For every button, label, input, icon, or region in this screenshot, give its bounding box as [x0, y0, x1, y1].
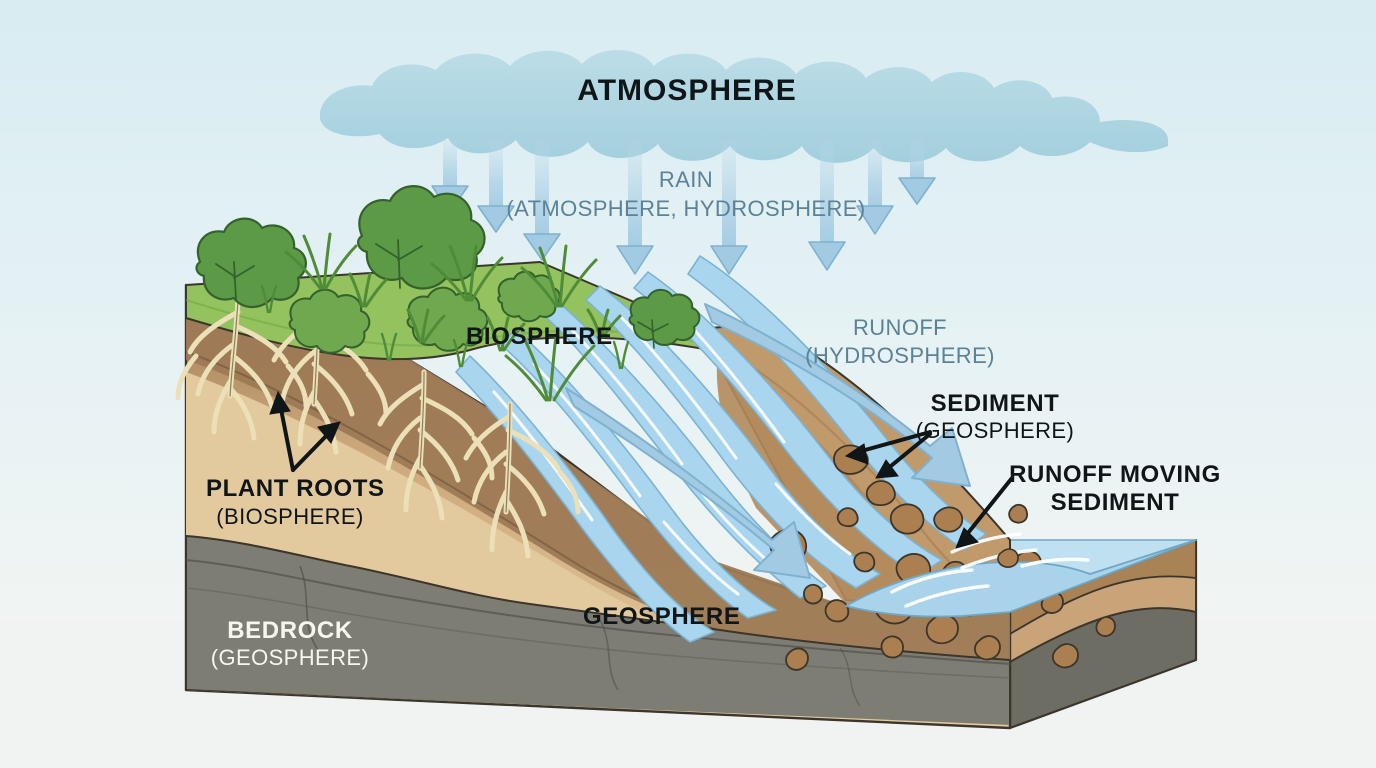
bush [628, 288, 701, 349]
label-plant-roots-line2: (BIOSPHERE) [216, 504, 364, 529]
rain-arrow [523, 140, 561, 261]
rain-arrow [710, 140, 748, 275]
grass-tuft [612, 340, 630, 370]
big-blue-arrow [565, 387, 811, 579]
rain-arrow [898, 140, 936, 205]
runoff-stream-group [455, 255, 987, 643]
big-blue-arrow-group [565, 303, 971, 579]
label-sediment-line2: (GEOSPHERE) [915, 418, 1075, 443]
bush [195, 217, 307, 309]
pointer-arrow [291, 421, 341, 472]
river-into-lake [845, 532, 1197, 618]
label-geosphere: GEOSPHERE [583, 603, 741, 630]
label-runoff-moving-line2: SEDIMENT [1050, 489, 1180, 516]
label-biosphere: BIOSPHERE [466, 323, 613, 350]
grass-tuft [586, 308, 622, 338]
label-sediment-line1: SEDIMENT [930, 390, 1060, 417]
block-front-cross-section [184, 283, 1012, 730]
bush [288, 288, 371, 354]
rain-arrow [856, 140, 894, 235]
label-runoff-moving-line1: RUNOFF MOVING [1009, 461, 1221, 488]
grass-tuft [348, 272, 388, 308]
rain-arrow [477, 140, 515, 233]
grass-tuft [430, 244, 504, 302]
grass-tuft [504, 334, 596, 402]
label-bedrock-line2: (GEOSPHERE) [210, 645, 370, 670]
grass-tuft [406, 308, 446, 344]
grass-tuft [260, 284, 278, 314]
rain-arrow [616, 140, 654, 275]
label-runoff-line1: RUNOFF [852, 315, 948, 340]
big-blue-arrow [704, 303, 971, 487]
pointer-arrow [844, 430, 932, 465]
bush [357, 185, 486, 290]
pointer-arrow [269, 390, 295, 472]
label-rain-line2: (ATMOSPHERE, HYDROSPHERE) [506, 196, 866, 221]
label-bedrock-line1: BEDROCK [227, 617, 353, 644]
grass-tuft [284, 232, 358, 290]
label-atmosphere: ATMOSPHERE [577, 74, 797, 107]
label-plant-roots-line1: PLANT ROOTS [206, 475, 385, 502]
grass-tuft-group [260, 232, 630, 402]
rain-arrow-group [431, 140, 936, 275]
pointer-arrow [955, 476, 1014, 549]
cloud-band [319, 49, 1168, 163]
pointer-arrow [875, 432, 932, 479]
pointer-arrow-group [269, 390, 1014, 549]
grass-tuft [520, 244, 598, 308]
grass-tuft [380, 332, 398, 362]
label-runoff-line2: (HYDROSPHERE) [805, 343, 995, 368]
rain-arrow [808, 140, 846, 271]
label-rain-line1: RAIN [658, 167, 714, 192]
grass-tuft [452, 338, 470, 368]
grass-tuft [486, 316, 526, 352]
